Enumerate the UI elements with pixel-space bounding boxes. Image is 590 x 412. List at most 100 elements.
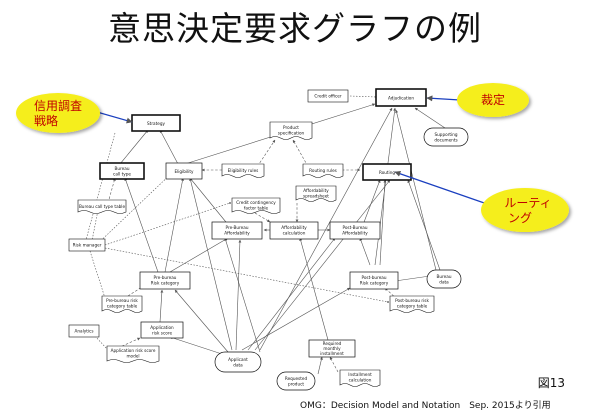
label-requested-product-2: product bbox=[288, 382, 304, 387]
node-labels: Strategy Bureau call type Eligibility Ad… bbox=[73, 94, 458, 387]
label-risk-score-model-2: model bbox=[126, 354, 139, 359]
edge bbox=[395, 109, 437, 271]
edge bbox=[407, 179, 441, 271]
label-pre-risk-table-2: category table bbox=[107, 304, 138, 309]
label-bureau-call-type-table: Bureau call type table bbox=[79, 204, 126, 209]
input-supporting-documents bbox=[423, 127, 469, 147]
decision-post-bureau-affordability bbox=[329, 221, 381, 240]
label-supporting-docs-1: Supporting bbox=[434, 132, 457, 137]
label-credit-contingency-1: Credit contingency bbox=[236, 200, 276, 205]
label-risk-score-model-1: Application risk score bbox=[111, 348, 156, 353]
label-post-risk-cat-1: Post-bureau bbox=[361, 275, 386, 280]
decision-post-bureau-risk-category bbox=[349, 271, 399, 290]
label-afford-calc-2: calculation bbox=[283, 231, 306, 236]
knowledge-sources bbox=[77, 121, 435, 387]
label-post-bureau-afford-1: Post-Bureau bbox=[342, 225, 367, 230]
edge bbox=[414, 107, 446, 129]
decision-bureau-call-type bbox=[99, 162, 145, 180]
input-requested-product bbox=[276, 371, 316, 391]
label-bureau-data-2: data bbox=[439, 280, 449, 285]
edge bbox=[119, 129, 149, 165]
label-afford-calc-1: Affordability bbox=[281, 225, 307, 230]
label-post-risk-cat-2: Risk category bbox=[360, 281, 389, 286]
ks-product-specification bbox=[269, 121, 313, 140]
label-pre-bureau-afford-2: Affordability bbox=[224, 231, 250, 236]
decision-pre-bureau-affordability bbox=[211, 221, 263, 240]
label-product-spec-2: specification bbox=[278, 131, 305, 136]
authority-risk-manager bbox=[68, 238, 106, 252]
label-eligibility-rules: Eligibility rules bbox=[228, 168, 259, 173]
label-installment-calc-1: Installment bbox=[348, 372, 372, 377]
edge bbox=[254, 179, 391, 351]
label-routing-rules: Routing rules bbox=[309, 168, 337, 173]
label-analytics: Analytics bbox=[74, 329, 93, 334]
label-bureau-data-1: Bureau bbox=[437, 274, 452, 279]
label-afford-spreadsheet-1: Affordability bbox=[303, 188, 329, 193]
edge bbox=[189, 177, 233, 351]
label-eligibility: Eligibility bbox=[174, 169, 194, 174]
ks-installment-calculation bbox=[339, 369, 381, 387]
label-requested-product-1: Requested bbox=[285, 376, 308, 381]
label-bureau-call-type-2: call type bbox=[113, 172, 131, 177]
callout-credit-line2: 戦略 bbox=[34, 113, 58, 128]
authority-sources bbox=[68, 89, 349, 338]
ks-pre-bureau-risk-category-table bbox=[101, 295, 143, 313]
label-req-installment-2: monthly bbox=[323, 346, 341, 351]
edge bbox=[89, 250, 106, 299]
ks-application-risk-score-model bbox=[106, 345, 160, 363]
label-req-installment-3: installment bbox=[320, 351, 344, 356]
ks-eligibility-rules bbox=[221, 163, 265, 178]
label-supporting-docs-2: documents bbox=[434, 138, 457, 143]
authority-credit-officer bbox=[307, 89, 349, 103]
label-routing: Routing bbox=[379, 170, 395, 175]
label-pre-bureau-afford-1: Pre-Bureau bbox=[226, 225, 249, 230]
label-applicant-data-1: Applicant bbox=[228, 357, 248, 362]
page-title: 意思決定要求グラフの例 bbox=[108, 9, 482, 48]
edge bbox=[299, 237, 329, 341]
input-data bbox=[214, 127, 469, 391]
edge bbox=[247, 237, 336, 351]
edge bbox=[107, 177, 116, 204]
edge bbox=[174, 289, 229, 353]
edge bbox=[317, 356, 323, 375]
edge bbox=[127, 284, 146, 297]
edge bbox=[224, 237, 261, 353]
edge bbox=[254, 212, 271, 223]
edge bbox=[394, 275, 431, 283]
ks-bureau-call-type-table bbox=[77, 199, 127, 214]
label-strategy: Strategy bbox=[147, 121, 165, 126]
label-applicant-data-2: data bbox=[233, 363, 243, 368]
callout-adjudication-text: 裁定 bbox=[481, 92, 505, 107]
edge bbox=[159, 289, 164, 323]
decision-adjudication bbox=[375, 88, 427, 107]
figure-label: 図13 bbox=[537, 376, 565, 390]
edge bbox=[241, 287, 351, 351]
label-pre-risk-cat-1: Pre-bureau bbox=[154, 275, 177, 280]
callout-routing-line2: ング bbox=[508, 211, 532, 225]
label-bureau-call-type-1: Bureau bbox=[115, 166, 130, 171]
decision-required-monthly-installment bbox=[308, 339, 356, 358]
decision-pre-bureau-risk-category bbox=[139, 271, 191, 290]
callout-adjudication: 裁定 bbox=[426, 83, 529, 117]
label-post-risk-table-2: category table bbox=[397, 304, 428, 309]
label-risk-manager: Risk manager bbox=[73, 243, 102, 248]
ks-post-bureau-risk-category-table bbox=[389, 295, 435, 313]
decision-eligibility bbox=[165, 162, 203, 180]
edge bbox=[85, 132, 116, 241]
authority-analytics bbox=[68, 324, 100, 338]
edge bbox=[169, 336, 226, 356]
label-post-bureau-afford-2: Affordability bbox=[342, 231, 368, 236]
callout-credit-line1: 信用調査 bbox=[34, 99, 82, 113]
label-credit-officer: Credit officer bbox=[314, 94, 341, 99]
edge bbox=[159, 129, 179, 165]
edge bbox=[384, 287, 401, 303]
edge bbox=[359, 237, 371, 266]
callout-routing: ルーティ ング bbox=[394, 170, 569, 232]
label-req-installment-1: Required bbox=[323, 341, 342, 346]
label-adjudication: Adjudication bbox=[388, 96, 414, 101]
ks-routing-rules bbox=[302, 163, 344, 178]
label-app-risk-score-2: risk score bbox=[152, 331, 172, 336]
edge bbox=[329, 356, 339, 373]
label-pre-risk-cat-2: Risk category bbox=[151, 281, 180, 286]
